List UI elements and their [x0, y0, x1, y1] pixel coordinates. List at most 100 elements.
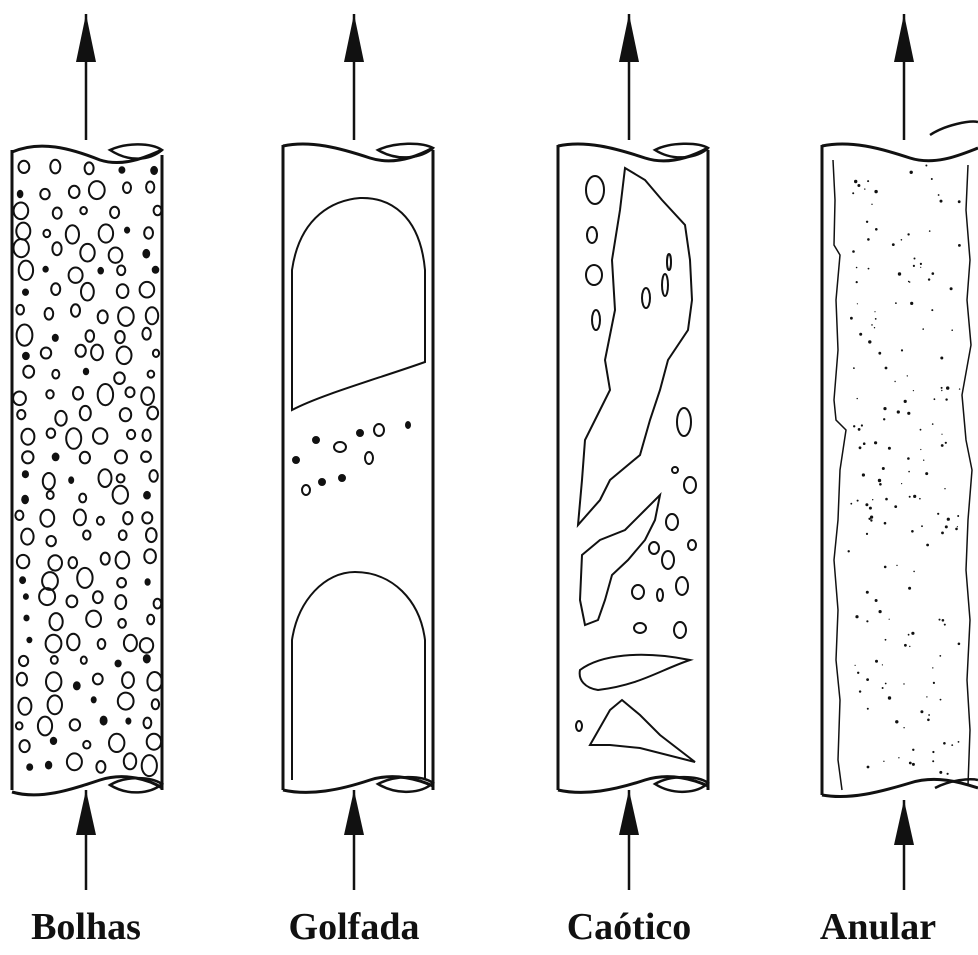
bubble — [123, 182, 131, 193]
droplet — [882, 687, 884, 689]
panel-churn — [558, 14, 708, 890]
bubble — [23, 471, 28, 477]
droplet — [957, 515, 959, 517]
droplet — [926, 696, 927, 697]
bubble — [48, 555, 62, 570]
pipe-annular — [822, 122, 978, 797]
bubble — [117, 578, 126, 587]
bubble — [144, 492, 150, 499]
droplet — [959, 388, 960, 389]
droplet — [913, 571, 915, 573]
droplet — [871, 204, 872, 205]
bubble — [67, 634, 79, 651]
droplet — [866, 620, 868, 622]
bubble — [113, 486, 128, 504]
droplet — [878, 352, 881, 355]
bubble — [84, 369, 88, 375]
arrow-out-top-annular — [894, 14, 914, 140]
bubble — [99, 469, 112, 487]
bubble — [46, 762, 51, 769]
droplet — [856, 281, 858, 283]
droplet — [909, 762, 912, 765]
arrow-in-bottom-churn — [619, 790, 639, 890]
droplet — [874, 327, 875, 328]
droplet — [875, 228, 878, 231]
droplet — [955, 528, 958, 531]
droplet — [940, 200, 943, 203]
bubble — [47, 536, 56, 546]
droplet — [913, 265, 915, 267]
bubble — [154, 206, 162, 216]
bubble — [140, 638, 153, 653]
bubble — [22, 496, 28, 503]
droplet — [861, 424, 863, 426]
bubble — [93, 428, 107, 444]
bubble — [24, 594, 28, 599]
droplet — [909, 646, 910, 647]
bubble — [151, 167, 157, 174]
bubble — [153, 267, 159, 273]
bubble — [45, 308, 54, 320]
droplet — [866, 221, 868, 223]
droplet — [855, 665, 856, 666]
bubble — [140, 282, 155, 298]
droplet — [940, 357, 943, 360]
bubble — [117, 347, 132, 365]
droplet — [941, 387, 943, 389]
bubble — [125, 228, 129, 233]
bubble — [83, 531, 90, 540]
droplet — [882, 664, 883, 665]
slug-wake-bubbles — [293, 422, 410, 495]
pipe-bubbles — [12, 144, 162, 795]
droplet — [920, 449, 921, 450]
droplet — [884, 566, 887, 569]
droplet — [892, 243, 895, 246]
bubble — [74, 510, 86, 526]
bubble — [66, 428, 81, 449]
droplet — [866, 678, 869, 681]
bubble — [53, 335, 58, 341]
bubble — [16, 305, 24, 315]
bubble — [47, 491, 54, 499]
bubble — [69, 268, 83, 283]
droplet — [874, 441, 877, 444]
bubble — [124, 635, 137, 651]
bubble — [152, 699, 159, 709]
droplet — [910, 302, 913, 305]
bubble — [92, 697, 96, 702]
bubble — [47, 429, 56, 438]
bubble — [146, 307, 158, 324]
bubble — [85, 162, 94, 174]
bubble — [41, 348, 51, 359]
bubble — [69, 477, 73, 483]
bubble — [123, 512, 132, 524]
bubble — [146, 579, 150, 585]
bubble — [98, 310, 108, 323]
bubble — [96, 761, 105, 773]
caption-churn: Caótico — [529, 905, 729, 949]
bubble — [14, 239, 29, 257]
droplet — [858, 428, 861, 431]
droplet — [941, 532, 944, 535]
droplet — [850, 503, 852, 505]
bubble — [147, 734, 161, 750]
droplet — [895, 302, 897, 304]
bubble — [149, 470, 157, 482]
droplet — [875, 660, 878, 663]
arrow-in-bottom-bubbles — [76, 790, 96, 890]
bubble — [13, 392, 26, 406]
droplet — [923, 460, 924, 461]
bubble — [116, 661, 121, 667]
droplet — [907, 233, 909, 235]
bubble — [118, 619, 126, 628]
droplet — [867, 238, 870, 241]
droplet — [883, 407, 886, 410]
bubble — [53, 208, 62, 219]
bubble — [77, 568, 92, 588]
droplet — [870, 519, 872, 521]
bubble — [148, 371, 155, 378]
bubble — [16, 223, 30, 240]
bubble — [126, 719, 130, 724]
droplet — [869, 507, 872, 510]
